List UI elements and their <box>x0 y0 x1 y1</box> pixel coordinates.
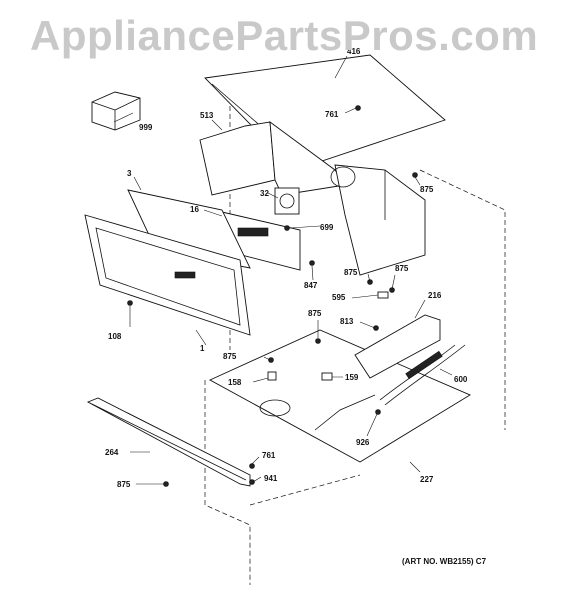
rear-panel <box>269 121 346 196</box>
part-926 <box>375 409 381 415</box>
callout-875-right: 875 <box>420 185 434 194</box>
screw-761-bottom <box>249 463 255 469</box>
screw-761-top <box>355 105 361 111</box>
box-edge-b <box>114 97 141 111</box>
callout-216: 216 <box>428 291 442 300</box>
switch-159 <box>321 372 333 381</box>
washer-941 <box>249 479 255 485</box>
callout-761-bottom: 761 <box>262 451 276 460</box>
callout-813: 813 <box>340 317 354 326</box>
trim-edge <box>91 403 247 481</box>
watermark-logo: AppliancePartsPros.com <box>30 12 539 59</box>
screw-813 <box>373 325 379 331</box>
screw-699 <box>284 225 290 231</box>
callout-999: 999 <box>139 123 153 132</box>
callout-16: 16 <box>190 205 199 214</box>
side-panel <box>199 121 276 196</box>
screw-875-mid-c <box>315 338 321 344</box>
callout-513: 513 <box>200 111 214 120</box>
control-display <box>237 227 269 237</box>
callout-875-mid-b: 875 <box>395 264 409 273</box>
callout-158: 158 <box>228 378 242 387</box>
screw-108 <box>127 300 133 306</box>
callout-108: 108 <box>108 332 122 341</box>
callout-32: 32 <box>260 189 269 198</box>
bottom-opening <box>259 399 291 417</box>
callout-600: 600 <box>454 375 468 384</box>
screw-847 <box>309 260 315 266</box>
switch-158 <box>267 371 277 381</box>
callout-761-top: 761 <box>325 110 339 119</box>
screw-875-bottom <box>163 481 169 487</box>
callout-159: 159 <box>345 373 359 382</box>
bracket-216 <box>354 314 441 379</box>
callout-264: 264 <box>105 448 119 457</box>
box-999 <box>91 91 141 131</box>
callout-875-bottom: 875 <box>117 480 131 489</box>
callout-416: 416 <box>347 47 361 56</box>
box-edge-a <box>91 101 116 111</box>
callout-847: 847 <box>304 281 318 290</box>
ground-wire <box>314 394 376 431</box>
wire-connector <box>405 350 443 380</box>
screw-875-right <box>412 172 418 178</box>
callout-699: 699 <box>320 223 334 232</box>
callout-1: 1 <box>200 344 205 353</box>
callout-875-mid-c: 875 <box>308 309 322 318</box>
right-housing <box>334 164 426 276</box>
leader-lines <box>113 55 453 485</box>
callout-875-low: 875 <box>223 352 237 361</box>
callout-875-mid-a: 875 <box>344 268 358 277</box>
bottom-plate <box>208 329 471 463</box>
front-display <box>174 271 196 279</box>
screw-875-low <box>268 357 274 363</box>
screw-875-mid-b <box>389 287 395 293</box>
fan-opening <box>330 166 356 188</box>
art-number: (ART NO. WB2155) C7 <box>402 557 487 566</box>
callout-3: 3 <box>127 169 132 178</box>
callout-227: 227 <box>420 475 434 484</box>
callout-595: 595 <box>332 293 346 302</box>
callout-926: 926 <box>356 438 370 447</box>
clip-595 <box>377 291 389 299</box>
front-control-panel <box>84 214 251 336</box>
front-panel-face <box>95 227 241 326</box>
callout-941: 941 <box>264 474 278 483</box>
fan-motor-hub <box>279 193 295 209</box>
fan-motor <box>274 187 300 215</box>
